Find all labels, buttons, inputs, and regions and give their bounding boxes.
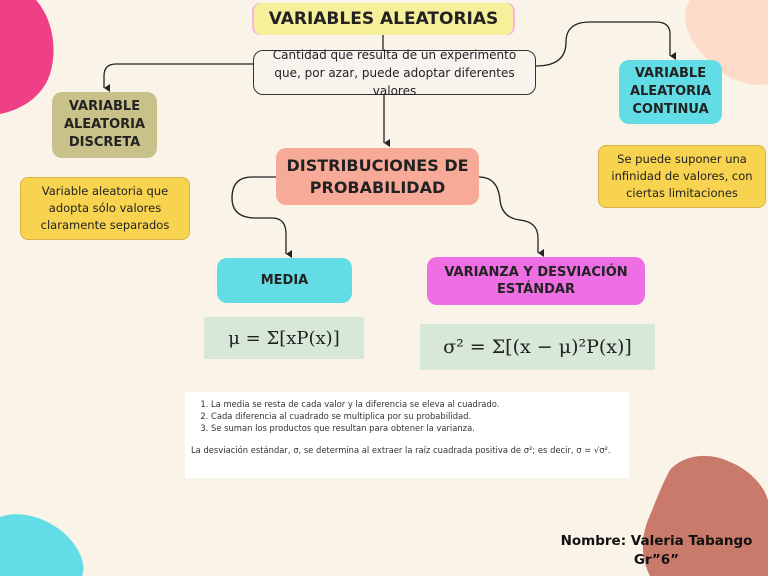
variance-formula: σ² = Σ[(x − μ)²P(x)] bbox=[420, 324, 655, 370]
author-block: Nombre: Valeria Tabango Gr”6” bbox=[545, 532, 768, 570]
discrete-description-box: Variable aleatoria que adopta sólo valor… bbox=[20, 177, 190, 240]
continuous-description-box: Se puede suponer una infinidad de valore… bbox=[598, 145, 766, 208]
standard-deviation-note: La desviación estándar, σ, se determina … bbox=[191, 445, 611, 455]
pink-blob-top-left bbox=[0, 0, 54, 114]
author-group: Gr”6” bbox=[633, 552, 680, 568]
distributions-box: DISTRIBUCIONES DE PROBABILIDAD bbox=[276, 148, 479, 205]
step-item: Cada diferencia al cuadrado se multiplic… bbox=[211, 410, 623, 422]
mean-formula: μ = Σ[xP(x)] bbox=[204, 317, 364, 359]
link-definition-discreta bbox=[103, 63, 253, 92]
link-distribuciones-media bbox=[231, 176, 292, 258]
peach-blob-top-right bbox=[685, 0, 768, 85]
step-item: Se suman los productos que resultan para… bbox=[211, 422, 623, 434]
author-name: Nombre: Valeria Tabango bbox=[560, 533, 753, 549]
link-distribuciones-varianza bbox=[478, 176, 544, 257]
cyan-blob-bottom-left bbox=[0, 514, 84, 576]
terracotta-blob-bottom-right bbox=[642, 455, 768, 576]
variance-box: VARIANZA Y DESVIACIÓN ESTÁNDAR bbox=[427, 257, 645, 305]
continuous-variable-box: VARIABLE ALEATORIA CONTINUA bbox=[619, 60, 722, 124]
steps-list: La media se resta de cada valor y la dif… bbox=[191, 398, 623, 434]
main-title: VARIABLES ALEATORIAS bbox=[254, 3, 513, 35]
link-definition-continua bbox=[535, 21, 676, 67]
mean-box: MEDIA bbox=[217, 258, 352, 303]
variance-steps-note: La media se resta de cada valor y la dif… bbox=[185, 392, 629, 478]
definition-box: Cantidad que resulta de un experimento q… bbox=[253, 48, 536, 98]
step-item: La media se resta de cada valor y la dif… bbox=[211, 398, 623, 410]
discrete-variable-box: VARIABLE ALEATORIA DISCRETA bbox=[52, 92, 157, 158]
